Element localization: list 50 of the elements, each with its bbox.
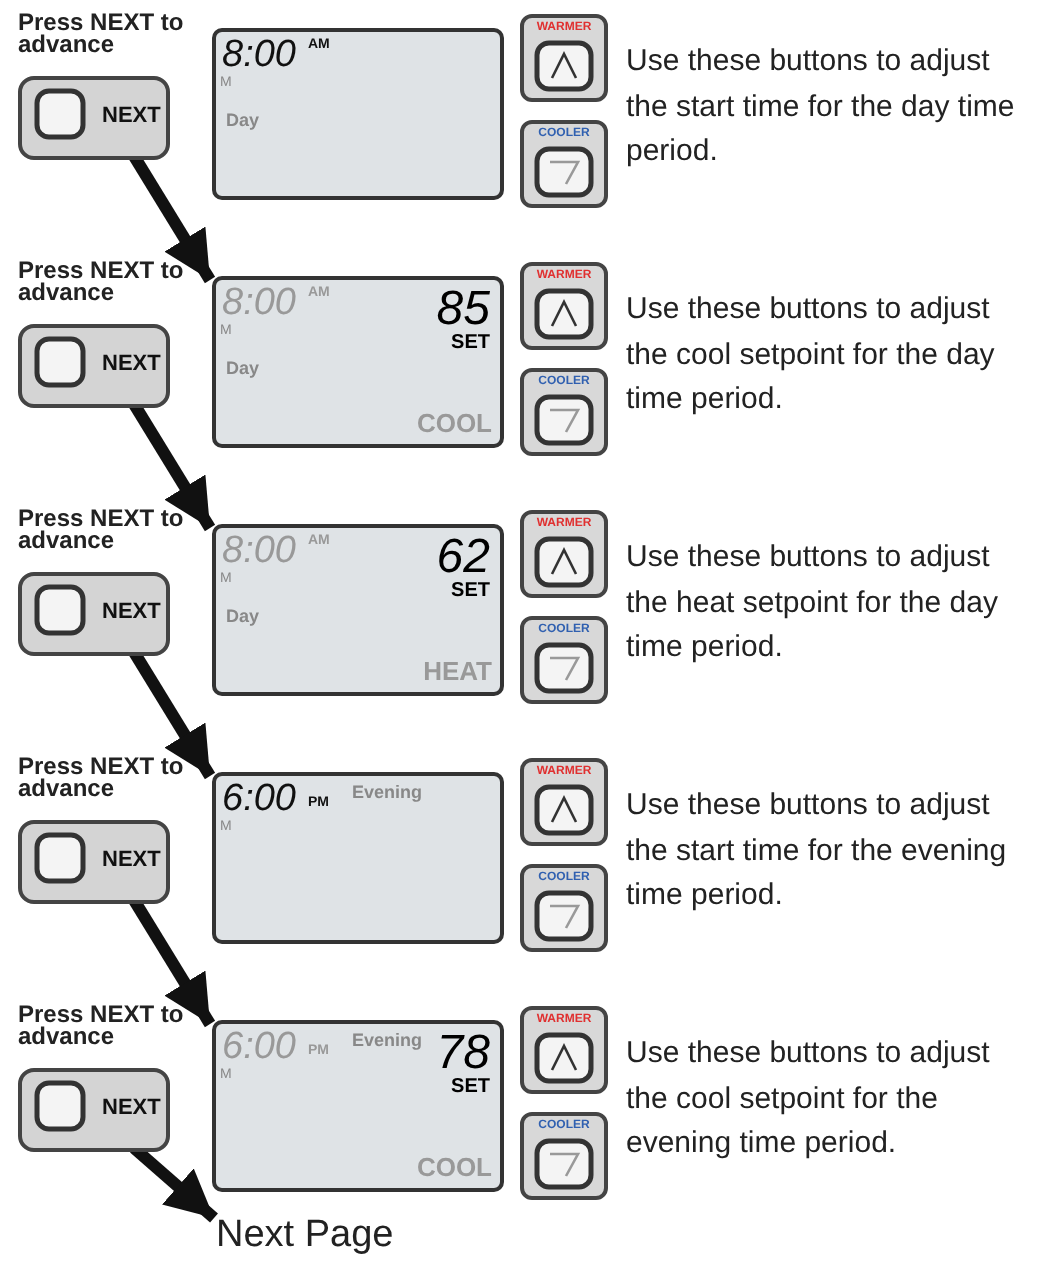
instruction-text: Use these buttons to adjust the cool setpoint for the evening time period.: [626, 1034, 992, 1164]
instruction-text: Press NEXT to advance: [18, 756, 186, 800]
button-label: NEXT: [102, 1096, 161, 1120]
button-label: NEXT: [102, 104, 161, 128]
instruction-text: Use these buttons to adjust the heat setpoint for the day time period.: [626, 538, 1000, 668]
period-label: Day: [226, 112, 260, 130]
button-label: NEXT: [102, 352, 161, 376]
instruction-text: Press NEXT to advance: [18, 508, 186, 552]
instruction-text: Use these buttons to adjust the cool setpoint for the day time period.: [626, 290, 997, 420]
mode-label: COOL: [416, 1154, 492, 1180]
lcd-display: [212, 772, 504, 944]
lcd-display: [212, 1020, 504, 1192]
warmer-button: [520, 14, 608, 102]
instruction-text: Press NEXT to advance: [18, 260, 186, 304]
cooler-button: [520, 120, 608, 208]
clock-time: 8:00: [222, 532, 296, 570]
warmer-button: [520, 1006, 608, 1094]
clock-time: 8:00: [222, 284, 296, 322]
lcd-display: [212, 276, 504, 448]
setpoint-number: 85: [436, 286, 490, 334]
next-page-text: Next Page: [216, 1214, 394, 1258]
period-label: Evening: [352, 784, 423, 802]
mode-label: COOL: [416, 410, 492, 436]
button-label: NEXT: [102, 600, 161, 624]
cooler-button: [520, 616, 608, 704]
instruction-text: Use these buttons to adjust the start time for the evening time period.: [626, 786, 1009, 916]
instruction-text: Press NEXT to advance: [18, 1004, 186, 1048]
warmer-button: [520, 758, 608, 846]
setpoint-number: 78: [436, 1030, 490, 1078]
clock-time: 6:00: [222, 1028, 296, 1066]
set-label: SET: [451, 1078, 490, 1098]
set-label: SET: [451, 334, 490, 354]
cooler-button: [520, 1112, 608, 1200]
cooler-button: [520, 368, 608, 456]
lcd-display: [212, 28, 504, 200]
set-label: SET: [451, 582, 490, 602]
period-label: Evening: [352, 1032, 423, 1050]
warmer-button: [520, 262, 608, 350]
warmer-button: [520, 510, 608, 598]
period-label: Day: [226, 608, 260, 626]
period-label: Day: [226, 360, 260, 378]
setpoint-number: 62: [436, 534, 490, 582]
lcd-display: [212, 524, 504, 696]
clock-time: 8:00: [222, 36, 296, 74]
instruction-text: Use these buttons to adjust the start time for the day time period.: [626, 42, 1017, 172]
button-label: NEXT: [102, 848, 161, 872]
clock-time: 6:00: [222, 780, 296, 818]
instruction-text: Press NEXT to advance: [18, 12, 186, 56]
mode-label: HEAT: [423, 658, 492, 684]
cooler-button: [520, 864, 608, 952]
